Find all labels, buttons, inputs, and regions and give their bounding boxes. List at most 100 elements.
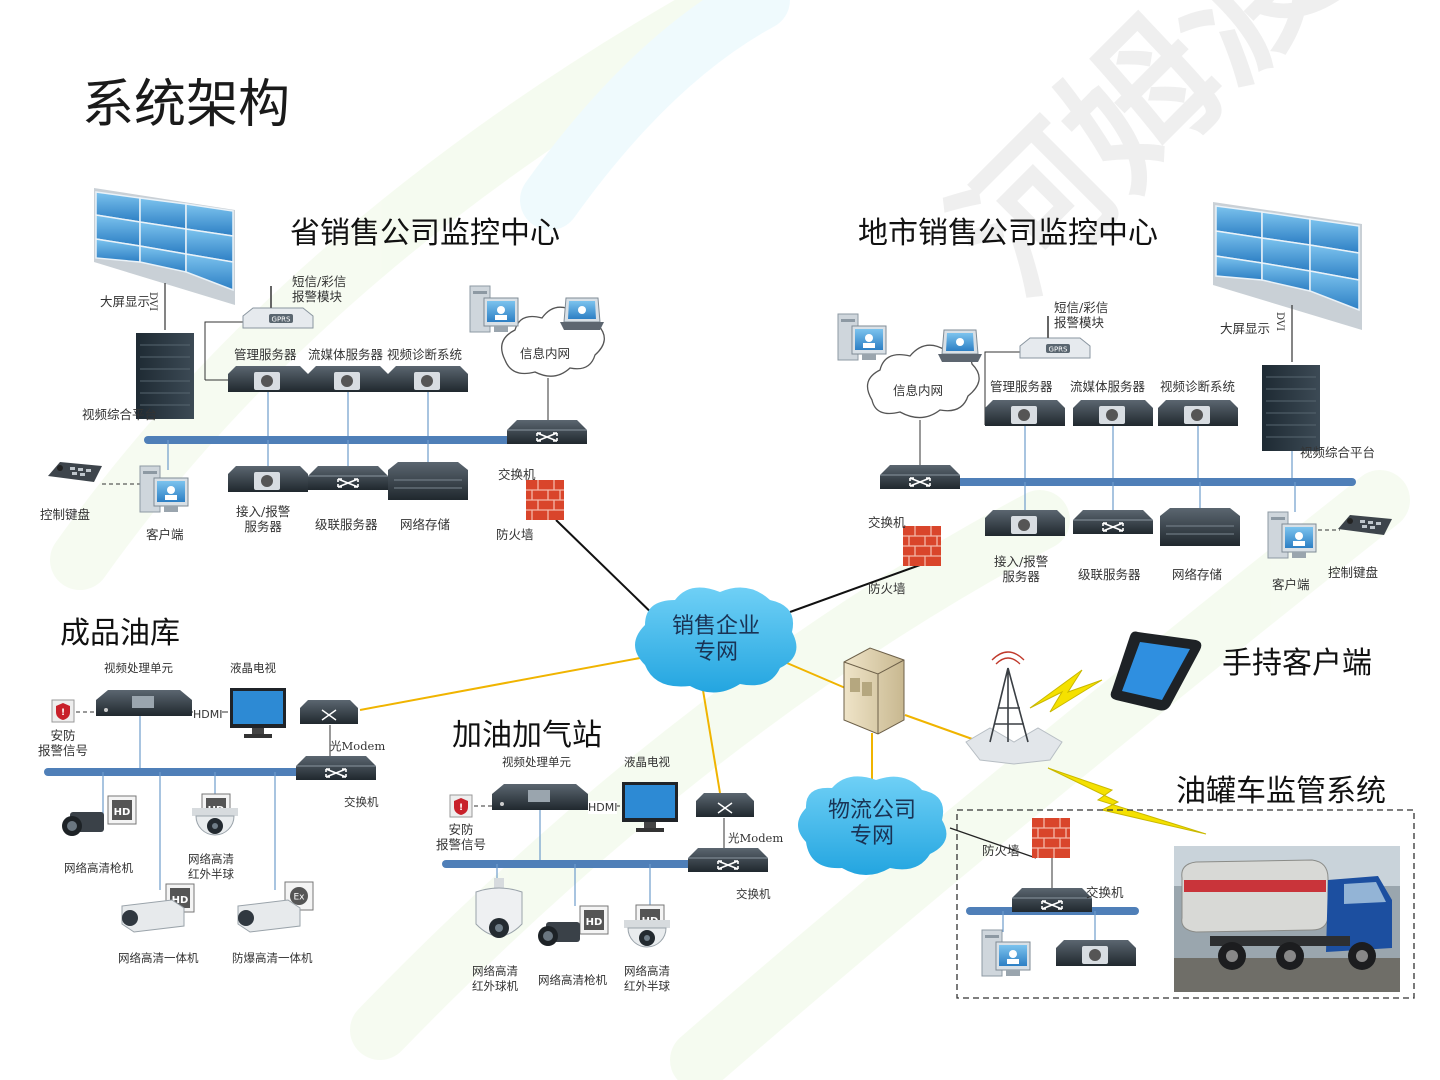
city-big-screen-label: 大屏显示 <box>1220 321 1271 336</box>
dvr-icon <box>96 690 192 716</box>
switch-icon-tanker <box>1011 887 1093 913</box>
lightning-icon-2 <box>1047 767 1207 835</box>
stream-server-icon <box>308 366 388 392</box>
depot-dome-label: 网络高清 红外半球 <box>188 852 234 882</box>
prov-storage-label: 网络存储 <box>400 517 451 532</box>
tower-icon <box>965 651 1063 765</box>
depot-alarm-label-2: 报警信号 <box>38 743 89 758</box>
prov-mgmt-label: 管理服务器 <box>234 347 297 362</box>
firewall-icon-tanker <box>1031 817 1071 859</box>
logistics <box>798 631 1415 999</box>
sales-network-cloud <box>635 587 797 693</box>
switch-icon-depot <box>295 755 377 781</box>
page-title: 系统架构 <box>82 75 291 135</box>
cabinet-icon <box>843 647 905 735</box>
depot-dome-label-1: 网络高清 <box>188 852 234 866</box>
prov-switch-label: 交换机 <box>498 467 536 482</box>
station-switch-label: 交换机 <box>736 887 771 901</box>
city-sms-label-1: 短信/彩信 <box>1054 300 1109 315</box>
prov-dvi-label: DVI <box>147 292 158 312</box>
city-sms-label: 短信/彩信 报警模块 <box>1054 300 1108 330</box>
section-title-depot: 成品油库 <box>60 616 180 651</box>
dvr-icon-station <box>492 784 588 810</box>
depot-alarm-label: 安防 报警信号 <box>38 728 88 758</box>
prov-sms-label: 短信/彩信 报警模块 <box>292 274 346 304</box>
station-alarm-label-1: 安防 <box>448 822 474 837</box>
station-dome-label: 网络高清 红外半球 <box>624 964 670 994</box>
lightning-icon <box>1029 669 1103 713</box>
phone-icon <box>1110 631 1202 711</box>
station-bullet-label: 网络高清枪机 <box>538 973 607 987</box>
city-keyboard-label: 控制键盘 <box>1328 565 1379 580</box>
box-camera-icon-2 <box>237 899 301 933</box>
laptop-icon <box>559 297 605 331</box>
prov-keyboard-label: 控制键盘 <box>40 507 91 522</box>
city-client-label: 客户端 <box>1272 577 1310 592</box>
depot-hdmi-label: HDMI <box>193 708 223 721</box>
bullet-camera-icon <box>62 812 104 836</box>
depot-modem-label: 光Modem <box>330 739 386 753</box>
prov-platform-label: 视频综合平台 <box>82 407 158 422</box>
prov-sms-label-1: 短信/彩信 <box>292 274 347 289</box>
intranet-label-right: 信息内网 <box>893 383 944 398</box>
station-ptz-label-2: 红外球机 <box>472 979 518 993</box>
access-server-icon <box>228 466 308 492</box>
prov-cascade-label: 级联服务器 <box>315 517 378 532</box>
tanker-box <box>956 809 1415 999</box>
mgmt-server-icon-city <box>985 400 1065 426</box>
switch-icon <box>506 419 588 445</box>
section-title-station: 加油加气站 <box>452 718 602 753</box>
switch-icon-station <box>687 847 769 873</box>
cloud-label-logistics-2: 专网 <box>849 824 894 849</box>
city-switch-label: 交换机 <box>868 515 906 530</box>
switch-icon-city <box>879 464 961 490</box>
city-storage-label: 网络存储 <box>1172 567 1223 582</box>
prov-stream-label: 流媒体服务器 <box>308 347 384 362</box>
box-camera-icon <box>121 899 185 933</box>
hd-badge-icon <box>107 795 137 825</box>
keyboard-icon <box>48 462 102 482</box>
cascade-server-icon-city <box>1072 509 1154 535</box>
cloud-icon-city <box>866 344 980 419</box>
backbone-links <box>359 519 976 794</box>
dome-camera-icon-station <box>623 919 671 948</box>
depot-bullet-label: 网络高清枪机 <box>64 861 133 875</box>
depot-lcd-label: 液晶电视 <box>230 661 276 675</box>
tanker-truck-icon <box>1174 846 1400 992</box>
desktop-pc-icon <box>469 285 519 333</box>
city-access-label-2: 服务器 <box>1002 569 1040 584</box>
city-firewall-label: 防火墙 <box>868 581 906 596</box>
tanker-switch-label: 交换机 <box>1086 885 1124 900</box>
section-title-city: 地市销售公司监控中心 <box>858 216 1158 251</box>
modem-icon-station <box>695 792 755 818</box>
video-diag-icon-city <box>1158 400 1238 426</box>
cloud-label-sales-2: 专网 <box>693 640 738 665</box>
hd-badge-icon-st2 <box>579 905 609 935</box>
video-wall-icon <box>94 188 235 305</box>
desktop-pc-icon-city <box>837 313 887 361</box>
city-access-label-1: 接入/报警 <box>994 554 1049 569</box>
cloud-label-logistics: 物流公司 专网 <box>820 798 924 850</box>
monitor-icon <box>230 688 286 738</box>
depot-dome-label-2: 红外半球 <box>188 867 234 881</box>
city-diag-label: 视频诊断系统 <box>1160 379 1236 394</box>
laptop-icon-city <box>937 329 983 363</box>
prov-diag-label: 视频诊断系统 <box>387 347 463 362</box>
server-rack-icon-city <box>1261 364 1321 452</box>
mgmt-server-icon <box>228 366 308 392</box>
prov-sms-label-2: 报警模块 <box>292 289 343 304</box>
firewall-icon-city <box>902 525 942 567</box>
province-center <box>48 188 605 521</box>
server-icon-tanker <box>1056 940 1136 966</box>
oil-depot: Ex <box>44 688 377 933</box>
station-alarm-label: 安防 报警信号 <box>436 822 486 852</box>
stream-server-icon-city <box>1073 400 1153 426</box>
video-wall-icon-city <box>1213 202 1362 330</box>
depot-explosion-label: 防爆高清一体机 <box>232 951 313 965</box>
station-modem-label: 光Modem <box>728 831 784 845</box>
station-ptz-label: 网络高清 红外球机 <box>472 964 518 994</box>
dome-camera-icon <box>191 807 239 836</box>
station-ptz-label-1: 网络高清 <box>472 964 518 978</box>
depot-alarm-label-1: 安防 <box>50 728 76 743</box>
